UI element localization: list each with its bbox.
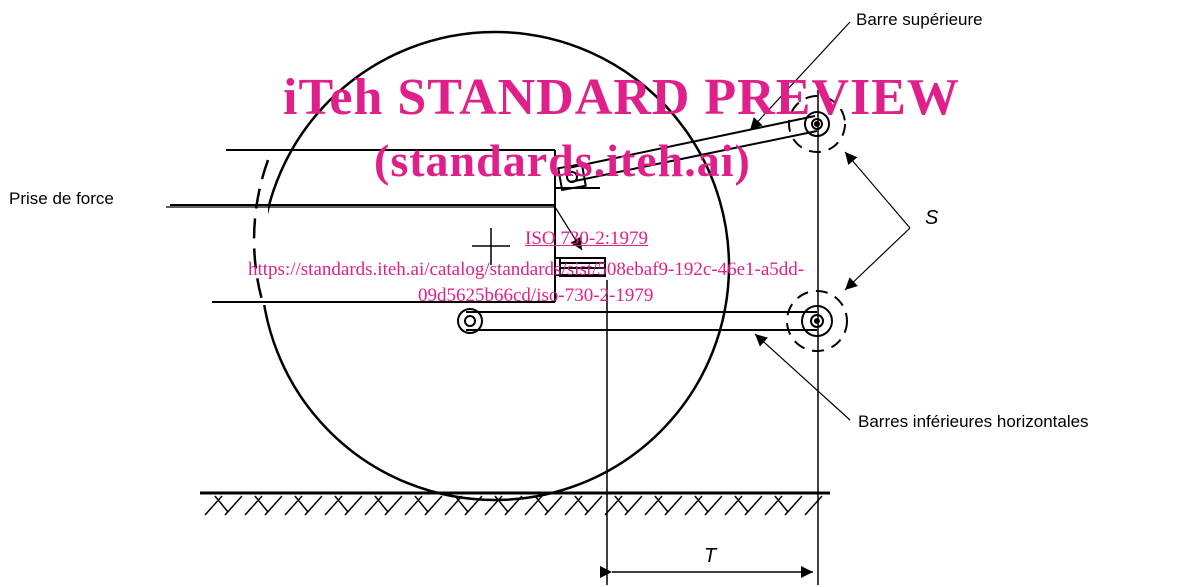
pto-shaft: [559, 257, 606, 277]
label-barres-inferieures: Barres inférieures horizontales: [858, 412, 1089, 431]
label-s: S: [925, 207, 939, 229]
watermark-title: iTeh STANDARD PREVIEW: [283, 69, 960, 126]
label-t: T: [704, 545, 717, 567]
leader-lines: [166, 21, 911, 421]
watermark-standard-link[interactable]: ISO 730-2:1979: [525, 228, 648, 249]
ground: [200, 491, 830, 516]
wheel: [252, 30, 731, 502]
label-barre-superieure: Barre supérieure: [856, 10, 983, 29]
upper-link: [557, 95, 846, 192]
watermark-url-line1[interactable]: https://standards.iteh.ai/catalog/standa…: [248, 259, 805, 280]
wheel-centre-mark: [472, 228, 510, 265]
watermark-subtitle: (standards.iteh.ai): [374, 135, 751, 186]
watermark-url-line2[interactable]: 09d5625b66cd/iso-730-2-1979: [418, 285, 654, 306]
reference-lines: [606, 90, 819, 585]
label-prise-de-force: Prise de force: [9, 189, 114, 208]
tractor-body: [170, 149, 605, 303]
